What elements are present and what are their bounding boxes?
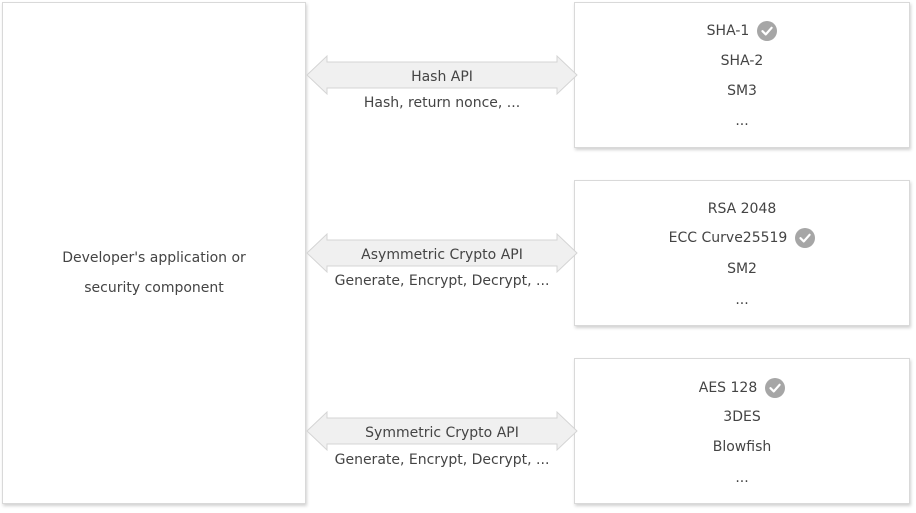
algorithm-sm3: SM3 (574, 81, 910, 101)
algorithm-3des: 3DES (574, 407, 910, 427)
algorithm-name: SM2 (727, 261, 757, 277)
checkmark-icon (757, 21, 778, 41)
algorithm-sm2: SM2 (574, 259, 910, 279)
checkmark-icon (795, 228, 816, 248)
algorithm-more: ... (574, 111, 910, 131)
asymmetric-api-arrow (306, 232, 578, 274)
asymmetric-provider-box (574, 180, 910, 326)
algorithm-ecc-curve25519: ECC Curve25519 (574, 228, 910, 248)
application-box (2, 2, 306, 504)
algorithm-more: ... (574, 468, 910, 488)
algorithm-name: AES 128 (698, 380, 758, 396)
application-label-line1: Developer's application or (62, 250, 246, 266)
algorithm-sha1: SHA-1 (574, 21, 910, 41)
symmetric-api-subtitle: Generate, Encrypt, Decrypt, ... (334, 452, 550, 468)
asymmetric-api-title: Asymmetric Crypto API (361, 247, 523, 263)
application-label-line2: security component (84, 280, 224, 296)
hash-api-title: Hash API (411, 69, 473, 85)
hash-api-arrow (306, 54, 578, 96)
symmetric-provider-box (574, 358, 910, 504)
algorithm-name: ... (735, 470, 749, 486)
hash-provider-box (574, 2, 910, 148)
algorithm-more: ... (574, 290, 910, 310)
checkmark-icon (765, 378, 786, 398)
algorithm-name: 3DES (723, 409, 761, 425)
algorithm-rsa2048: RSA 2048 (574, 199, 910, 219)
algorithm-name: SHA-1 (706, 23, 750, 39)
algorithm-sha2: SHA-2 (574, 51, 910, 71)
algorithm-name: Blowfish (712, 439, 772, 455)
algorithm-name: SHA-2 (720, 53, 764, 69)
hash-api-subtitle: Hash, return nonce, ... (363, 95, 521, 111)
symmetric-api-arrow (306, 410, 578, 452)
algorithm-blowfish: Blowfish (574, 437, 910, 457)
algorithm-name: ECC Curve25519 (668, 230, 788, 246)
algorithm-name: SM3 (727, 83, 757, 99)
asymmetric-api-subtitle: Generate, Encrypt, Decrypt, ... (334, 273, 550, 289)
symmetric-api-title: Symmetric Crypto API (365, 425, 519, 441)
application-label: Developer's application or security comp… (2, 243, 306, 303)
algorithm-name: ... (735, 292, 749, 308)
algorithm-name: ... (735, 113, 749, 129)
algorithm-aes128: AES 128 (574, 378, 910, 398)
algorithm-name: RSA 2048 (707, 201, 777, 217)
